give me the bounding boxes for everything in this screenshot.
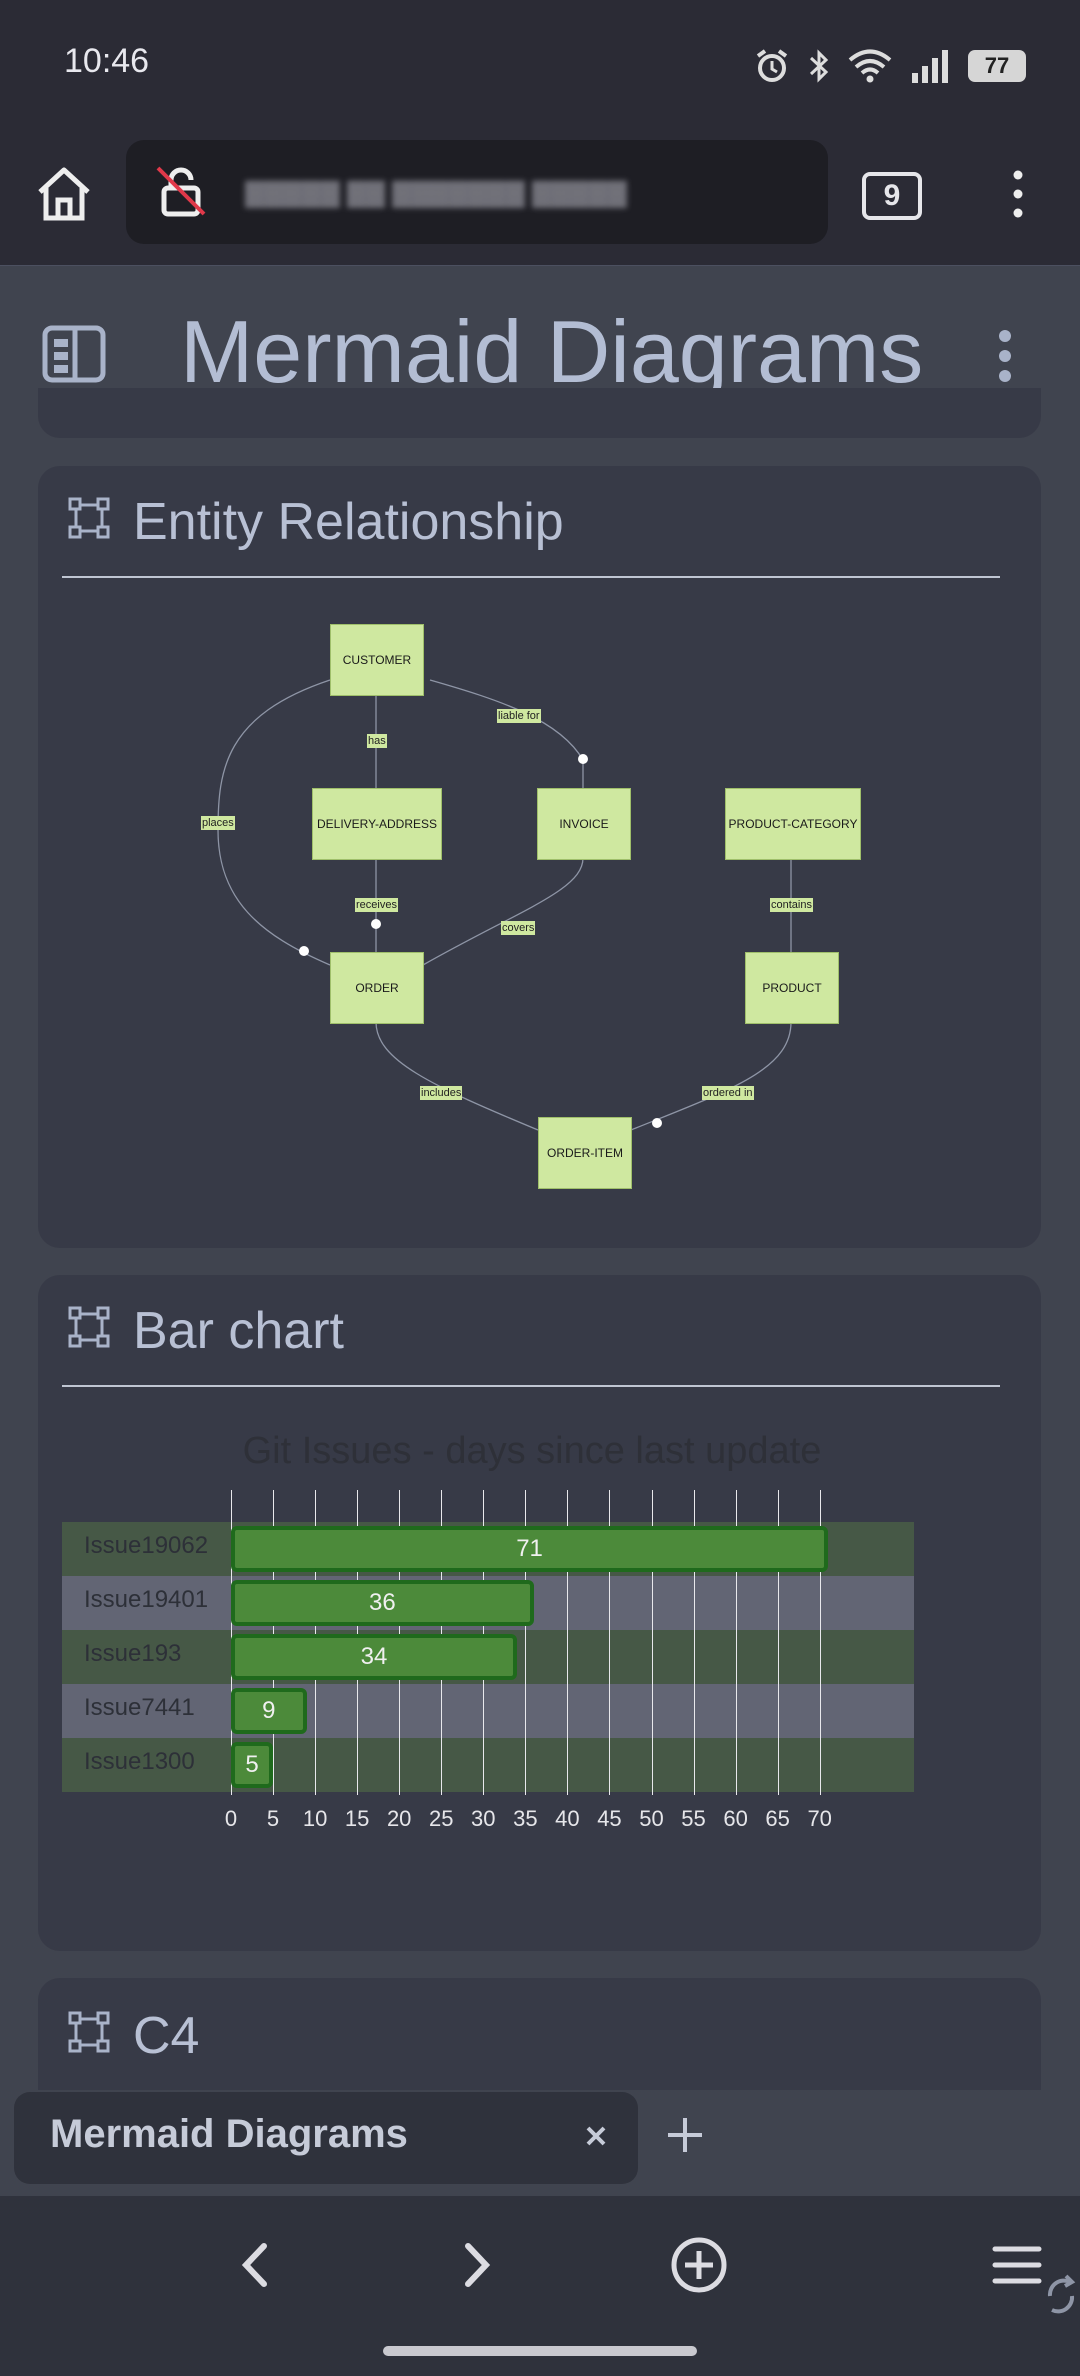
er-relation-label: receives: [355, 898, 398, 912]
status-icons: 77: [754, 44, 1026, 88]
er-relation-label: ordered in: [702, 1086, 754, 1100]
browser-menu-icon[interactable]: [1000, 168, 1036, 220]
close-icon[interactable]: [578, 2118, 614, 2154]
insecure-lock-icon[interactable]: [152, 162, 210, 220]
er-relation-label: includes: [420, 1086, 463, 1100]
er-entity-order-item: ORDER-ITEM: [538, 1117, 632, 1189]
er-relation-label: liable for: [497, 709, 541, 723]
er-relation-label: covers: [501, 921, 536, 935]
er-relation-label: contains: [770, 898, 813, 912]
bottom-navigation: [0, 2196, 1080, 2334]
diagram-icon: [68, 2011, 110, 2053]
tab-switcher-button[interactable]: 9: [862, 172, 922, 220]
tab-label[interactable]: Mermaid Diagrams: [50, 2112, 408, 2156]
er-entity-customer: CUSTOMER: [330, 624, 424, 696]
divider: [62, 576, 1000, 578]
previous-card: [38, 388, 1041, 438]
bar-chart-card: [38, 1275, 1041, 1951]
page-title: Mermaid Diagrams: [180, 302, 924, 401]
chart-title: Git Issues - days since last update: [242, 1430, 822, 1472]
tab-active[interactable]: [14, 2092, 638, 2184]
add-circle-icon[interactable]: [670, 2236, 728, 2294]
status-time: 10:46: [64, 42, 150, 80]
signal-icon: [912, 50, 948, 83]
er-entity-delivery-address: DELIVERY-ADDRESS: [312, 788, 442, 860]
page-menu-icon[interactable]: [987, 328, 1023, 384]
diagram-icon: [68, 1306, 110, 1348]
bluetooth-icon: [809, 49, 829, 83]
bar-card-title: Bar chart: [133, 1302, 344, 1360]
home-icon[interactable]: [32, 162, 96, 226]
er-entity-invoice: INVOICE: [537, 788, 631, 860]
c4-card: [38, 1978, 1041, 2098]
url-text[interactable]: ▓▓▓▓▓ ▓▓ ▓▓▓▓▓▓▓ ▓▓▓▓▓: [245, 178, 627, 208]
c4-card-title: C4: [133, 2007, 200, 2065]
alarm-icon: [756, 49, 788, 82]
sync-icon[interactable]: [1042, 2272, 1080, 2320]
battery-indicator: 77: [968, 50, 1026, 82]
diagram-icon: [68, 497, 110, 539]
home-indicator[interactable]: [383, 2346, 697, 2356]
er-card-title: Entity Relationship: [133, 493, 564, 551]
er-entity-order: ORDER: [330, 952, 424, 1024]
hamburger-menu-icon[interactable]: [992, 2244, 1042, 2286]
er-relationship-lines: [217, 679, 792, 1131]
sidebar-toggle-icon[interactable]: [42, 325, 106, 383]
url-bar[interactable]: [126, 140, 828, 244]
er-entity-product-category: PRODUCT-CATEGORY: [725, 788, 861, 860]
back-icon[interactable]: [232, 2238, 280, 2292]
forward-icon[interactable]: [452, 2238, 500, 2292]
er-relation-label: places: [201, 816, 235, 830]
er-relation-label: has: [367, 734, 387, 748]
status-bar: [0, 0, 1080, 130]
divider: [62, 1385, 1000, 1387]
er-entity-product: PRODUCT: [745, 952, 839, 1024]
new-tab-icon[interactable]: [664, 2114, 706, 2156]
wifi-icon: [848, 49, 892, 83]
